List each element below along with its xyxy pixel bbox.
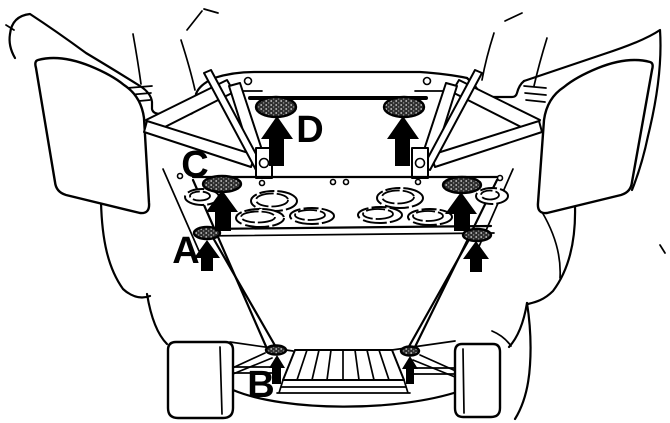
- jack-pad-b-left-icon: [264, 344, 288, 356]
- up-arrow-a-left-icon: [194, 240, 220, 271]
- jack-pad-b-right-icon: [399, 345, 421, 357]
- jack-pad-d-left-icon: [254, 95, 298, 119]
- up-arrow-b-left-icon: [269, 355, 285, 384]
- rear-wheel-right: [453, 342, 502, 419]
- windshield-pillar-right: [533, 37, 548, 87]
- body-skirt-right: [513, 301, 532, 421]
- floor-rails: [191, 178, 499, 353]
- up-arrow-d-left-icon: [261, 116, 293, 166]
- jack-point-arrows: [194, 116, 489, 384]
- label-d: D: [296, 109, 323, 151]
- up-arrow-d-right-icon: [387, 116, 419, 166]
- bumper-lower-edge: [231, 388, 462, 408]
- sill-edge-left: [162, 168, 200, 252]
- label-c: C: [181, 144, 208, 186]
- floor-recess-dishes: [184, 187, 509, 228]
- jack-pad-a-left-icon: [192, 225, 222, 241]
- jack-pad-d-right-icon: [382, 95, 426, 119]
- body-side-right: [526, 204, 577, 306]
- rear-wheels: [166, 340, 502, 420]
- front-wheel-right: [536, 58, 654, 215]
- rear-bumper-assembly: [227, 340, 462, 408]
- floor-panel: [176, 172, 509, 237]
- up-arrow-c-right-icon: [445, 192, 477, 231]
- front-wheel-left: [34, 56, 151, 215]
- panel-split-dashes: [5, 8, 666, 254]
- wheel-arch-rear-left: [145, 292, 169, 346]
- front-wheels: [34, 56, 654, 215]
- jack-pad-c-right-icon: [441, 175, 483, 195]
- jack-pad-a-right-icon: [461, 227, 493, 243]
- diffuser-vanes: [296, 349, 390, 381]
- jack-pads: [192, 95, 493, 357]
- label-a: A: [172, 230, 199, 272]
- windshield-pillar-left: [132, 33, 142, 85]
- suspension-brace-right: [412, 354, 459, 378]
- front-subframe: [143, 69, 543, 179]
- jack-point-labels: A B C D: [172, 109, 323, 406]
- up-arrow-a-right-icon: [463, 241, 489, 272]
- cowl-vent-slats-right: [523, 85, 547, 103]
- up-arrow-c-left-icon: [206, 190, 238, 231]
- wheel-arch-rear-right: [507, 301, 529, 349]
- label-b: B: [247, 364, 274, 406]
- up-arrow-b-right-icon: [402, 356, 418, 384]
- body-side-left: [99, 200, 152, 299]
- rear-wheel-left: [166, 340, 235, 420]
